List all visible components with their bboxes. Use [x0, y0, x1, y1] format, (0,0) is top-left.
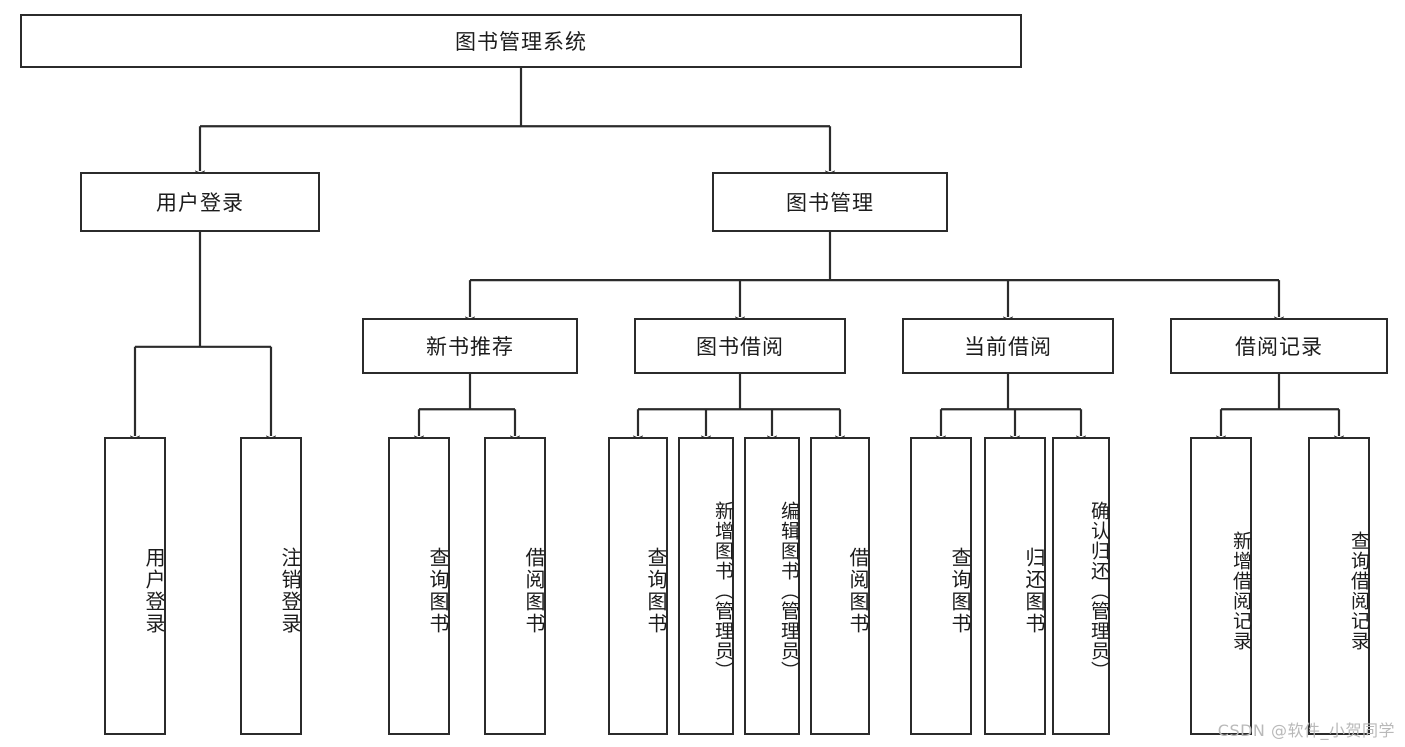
node-label: 查询图书 [948, 546, 972, 635]
node-newbook[interactable]: 新书推荐 [362, 318, 578, 374]
node-label: 查询图书 [426, 546, 450, 635]
node-label: 新增图书（管理员） [712, 500, 734, 681]
node-label: 用户登录 [142, 546, 166, 635]
node-c_return[interactable]: 归还图书 [984, 437, 1046, 735]
node-n_query[interactable]: 查询图书 [388, 437, 450, 735]
node-label: 确认归还（管理员） [1088, 500, 1110, 681]
node-l_login[interactable]: 用户登录 [104, 437, 166, 735]
node-b_query[interactable]: 查询图书 [608, 437, 668, 735]
node-b_edit[interactable]: 编辑图书（管理员） [744, 437, 800, 735]
node-c_confirm[interactable]: 确认归还（管理员） [1052, 437, 1110, 735]
node-login[interactable]: 用户登录 [80, 172, 320, 232]
node-label: 用户登录 [156, 191, 244, 215]
node-label: 借阅图书 [846, 546, 870, 635]
edge-group [129, 68, 1345, 445]
node-label: 新增借阅记录 [1230, 530, 1252, 651]
node-label: 查询图书 [644, 546, 668, 635]
node-label: 查询借阅记录 [1348, 530, 1370, 651]
node-records[interactable]: 借阅记录 [1170, 318, 1388, 374]
node-bookmgmt[interactable]: 图书管理 [712, 172, 948, 232]
node-root[interactable]: 图书管理系统 [20, 14, 1022, 68]
node-label: 借阅图书 [522, 546, 546, 635]
node-b_add[interactable]: 新增图书（管理员） [678, 437, 734, 735]
node-label: 编辑图书（管理员） [778, 500, 800, 681]
node-label: 新书推荐 [426, 335, 514, 359]
node-b_lend[interactable]: 借阅图书 [810, 437, 870, 735]
node-label: 注销登录 [278, 546, 302, 635]
node-current[interactable]: 当前借阅 [902, 318, 1114, 374]
node-l_logout[interactable]: 注销登录 [240, 437, 302, 735]
node-r_add[interactable]: 新增借阅记录 [1190, 437, 1252, 735]
node-label: 借阅记录 [1235, 335, 1323, 359]
node-n_borrow[interactable]: 借阅图书 [484, 437, 546, 735]
node-label: 图书管理 [786, 191, 874, 215]
node-label: 图书借阅 [696, 335, 784, 359]
node-c_query[interactable]: 查询图书 [910, 437, 972, 735]
node-label: 归还图书 [1022, 546, 1046, 635]
watermark: CSDN @软件_小贺同学 [1217, 721, 1395, 740]
node-borrow[interactable]: 图书借阅 [634, 318, 846, 374]
node-label: 当前借阅 [964, 335, 1052, 359]
node-r_query[interactable]: 查询借阅记录 [1308, 437, 1370, 735]
node-label: 图书管理系统 [455, 30, 587, 54]
